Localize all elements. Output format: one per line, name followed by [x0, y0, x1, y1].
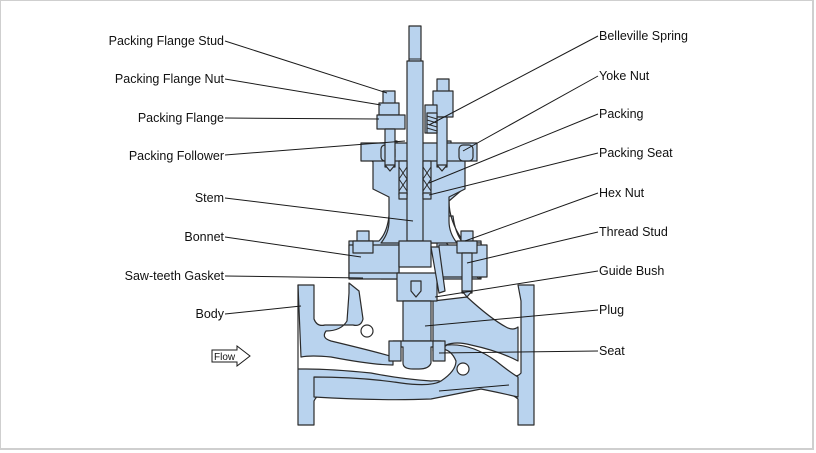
- valve-body: [297, 282, 535, 426]
- stud-shank-right: [436, 116, 448, 168]
- label-body: Body: [196, 307, 225, 321]
- plug-body: [402, 300, 432, 342]
- leader-packing-follower: [224, 140, 406, 156]
- label-stem: Stem: [195, 191, 224, 205]
- hex-nut-left: [352, 240, 374, 254]
- packing-flange-nut-left: [378, 102, 400, 116]
- packing: [398, 160, 432, 200]
- hex-nut-right: [456, 240, 478, 254]
- leader-packing: [428, 113, 599, 184]
- flow-label: Flow: [214, 352, 236, 363]
- leader-packing-flange: [224, 117, 380, 120]
- label-seat: Seat: [599, 344, 625, 358]
- body-lower-wall: [313, 344, 519, 401]
- leader-bonnet: [224, 236, 362, 258]
- seat-left: [388, 340, 402, 362]
- guide-pin: [430, 246, 446, 294]
- leader-body-lower: [438, 384, 510, 392]
- label-bonnet: Bonnet: [184, 230, 224, 244]
- stud-tip-right: [436, 164, 448, 172]
- leader-lines: [224, 35, 599, 392]
- hex-nut-right-top: [460, 230, 474, 242]
- label-belleville-spring: Belleville Spring: [599, 29, 688, 43]
- label-packing-flange: Packing Flange: [138, 111, 224, 125]
- label-packing-flange-stud: Packing Flange Stud: [109, 34, 224, 48]
- body-port-left: [360, 324, 374, 338]
- plug-assembly: [388, 240, 446, 370]
- body-port-right: [456, 362, 470, 376]
- packing-hardware: [376, 78, 454, 172]
- label-saw-teeth-gasket: Saw-teeth Gasket: [125, 269, 225, 283]
- leader-guide-bush: [434, 270, 599, 298]
- label-packing-follower: Packing Follower: [129, 149, 224, 163]
- body-left-upper: [297, 282, 394, 366]
- spring-coils: [426, 115, 438, 132]
- leader-packing-flange-nut: [224, 78, 382, 106]
- stem: [406, 25, 424, 242]
- label-plug: Plug: [599, 303, 624, 317]
- leader-belleville-spring: [428, 35, 599, 126]
- stud-tip-left: [384, 164, 396, 172]
- seat-right: [432, 340, 446, 362]
- label-packing-seat: Packing Seat: [599, 146, 673, 160]
- leader-body: [224, 305, 302, 315]
- body-right-upper: [432, 296, 519, 362]
- leader-plug: [424, 309, 599, 327]
- leader-thread-stud: [466, 231, 599, 264]
- label-packing-flange-nut: Packing Flange Nut: [115, 72, 225, 86]
- hex-nut-left-top: [356, 230, 370, 242]
- guide-bush-upper: [398, 240, 432, 268]
- label-hex-nut: Hex Nut: [599, 186, 645, 200]
- plug-head: [392, 340, 442, 370]
- leader-packing-flange-stud: [224, 40, 388, 94]
- leader-saw-teeth-gasket: [224, 275, 364, 279]
- packing-left-cross: [398, 166, 408, 192]
- flow-arrow-icon: [211, 344, 251, 368]
- left-labels: Packing Flange Stud Packing Flange Nut P…: [109, 34, 225, 321]
- label-guide-bush: Guide Bush: [599, 264, 664, 278]
- stem-shaft: [406, 60, 424, 242]
- label-packing: Packing: [599, 107, 644, 121]
- yoke-nut-right: [458, 144, 474, 162]
- packing-seat-left: [398, 192, 408, 200]
- label-yoke-nut: Yoke Nut: [599, 69, 650, 83]
- right-labels: Belleville Spring Yoke Nut Packing Packi…: [599, 29, 688, 358]
- leader-yoke-nut: [462, 75, 599, 152]
- leader-hex-nut: [464, 192, 599, 242]
- stud-shank-left: [384, 128, 396, 168]
- leader-packing-seat: [428, 152, 599, 196]
- thread-stud: [461, 252, 473, 294]
- packing-flange-left: [376, 114, 406, 130]
- packing-seat-right: [422, 192, 432, 200]
- bonnet-bolts: [352, 230, 478, 298]
- label-thread-stud: Thread Stud: [599, 225, 668, 239]
- stem-tip: [410, 280, 422, 298]
- packing-right-cross: [422, 166, 432, 192]
- flow-indicator: Flow: [211, 344, 251, 368]
- stem-top: [408, 25, 422, 63]
- leader-stem: [224, 197, 414, 222]
- leader-seat: [438, 350, 599, 354]
